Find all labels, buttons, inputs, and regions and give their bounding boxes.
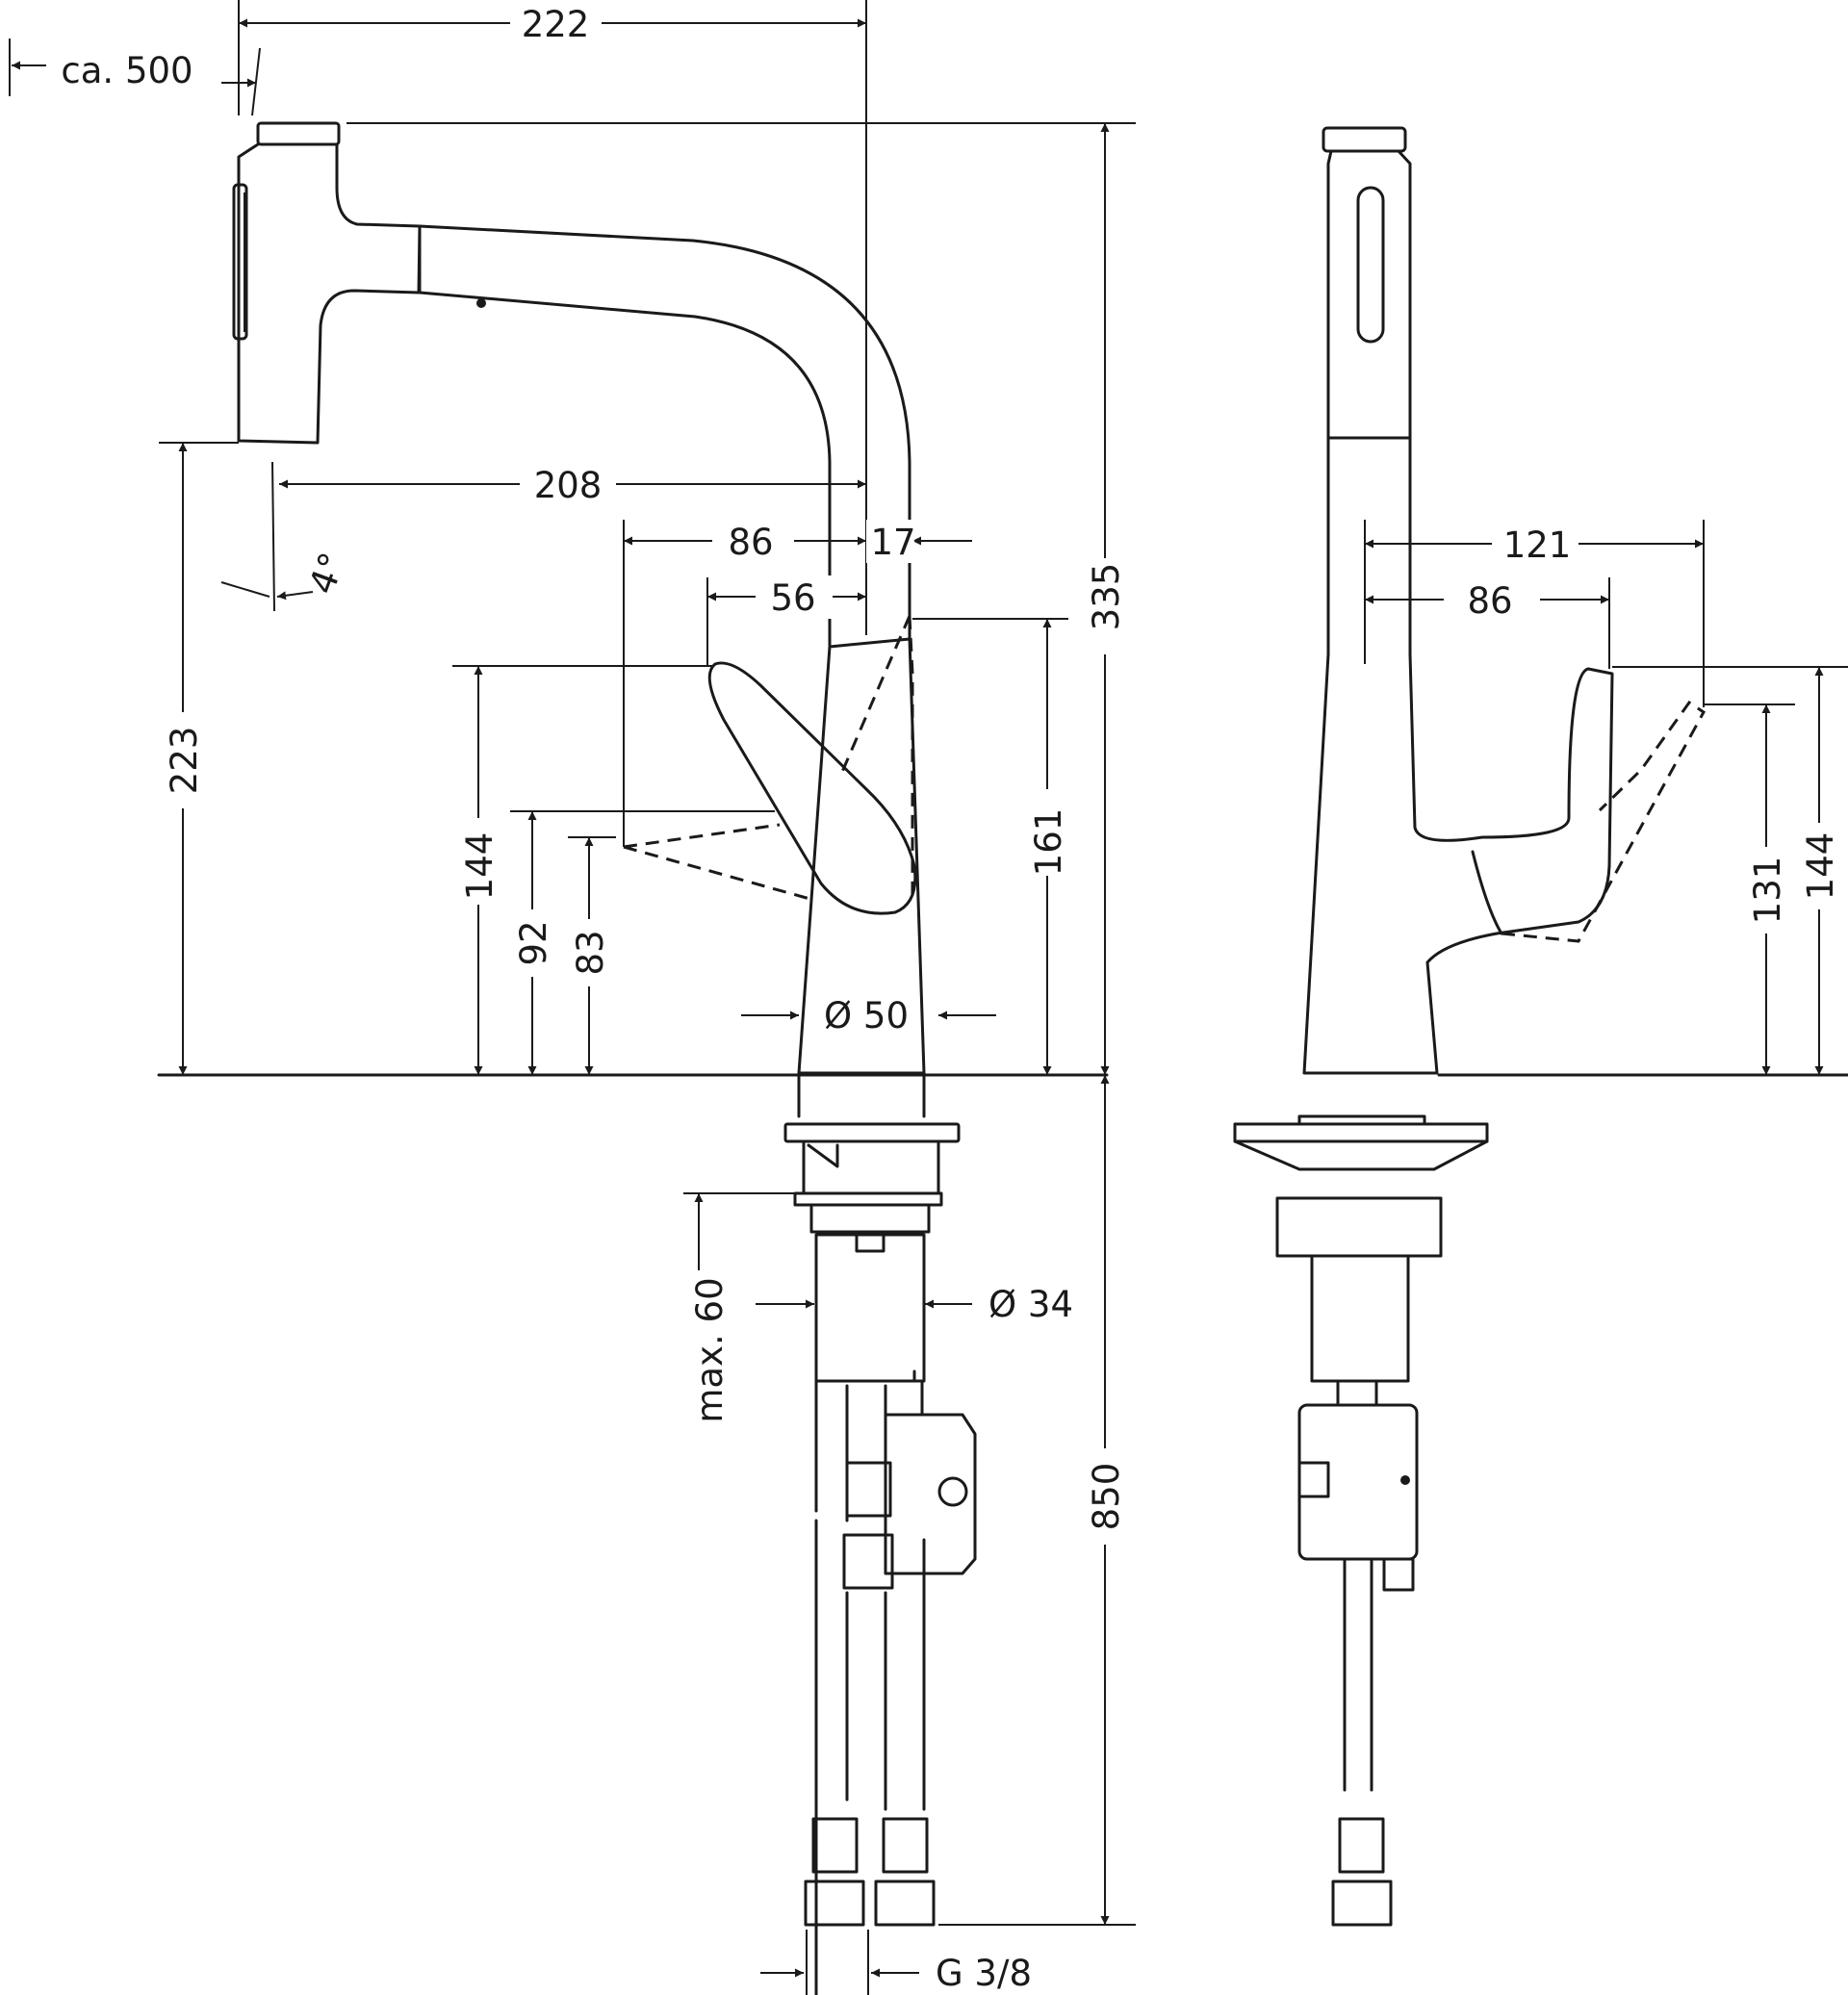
dim-side-lever-depth: 86 (1467, 580, 1512, 622)
dim-spout-clearance: 223 (164, 727, 205, 795)
dimension-labels: 222 ca. 500 335 223 208 4° 86 17 56 161 … (61, 0, 1841, 1994)
dim-lever-height: 144 (459, 832, 500, 901)
dim-lever-reach: 86 (728, 522, 773, 563)
dim-side-lever-depth-max: 121 (1503, 524, 1572, 566)
dim-hose-length: 850 (1086, 1463, 1127, 1531)
side-view (1233, 126, 1706, 1927)
dim-counter-thickness: max. 60 (689, 1277, 731, 1422)
dim-pullout: ca. 500 (61, 50, 192, 91)
dim-height-total: 335 (1086, 563, 1127, 631)
mounting-assembly (783, 1122, 977, 1995)
dim-spray-reach: 208 (534, 465, 603, 506)
dim-lever-height-low: 83 (570, 930, 611, 975)
dim-lever-height-open: 92 (513, 920, 554, 965)
dim-connection-thread: G 3/8 (936, 1953, 1032, 1994)
dim-side-lever-height-tilt: 131 (1747, 857, 1788, 925)
front-view (157, 121, 1109, 1995)
spray-head (232, 121, 486, 445)
dim-body-diameter: Ø 50 (824, 995, 909, 1036)
dim-lever-height-max: 161 (1028, 808, 1069, 877)
dim-lever-offset: 17 (870, 522, 915, 563)
dim-shank-diameter: Ø 34 (988, 1284, 1073, 1325)
dim-lever-reach-min: 56 (770, 577, 815, 619)
dim-side-lever-height: 144 (1800, 832, 1841, 901)
dim-total-reach: 222 (522, 4, 590, 45)
faucet-body (623, 615, 926, 1118)
dimension-lines (9, 0, 1848, 1995)
spout (418, 224, 911, 649)
